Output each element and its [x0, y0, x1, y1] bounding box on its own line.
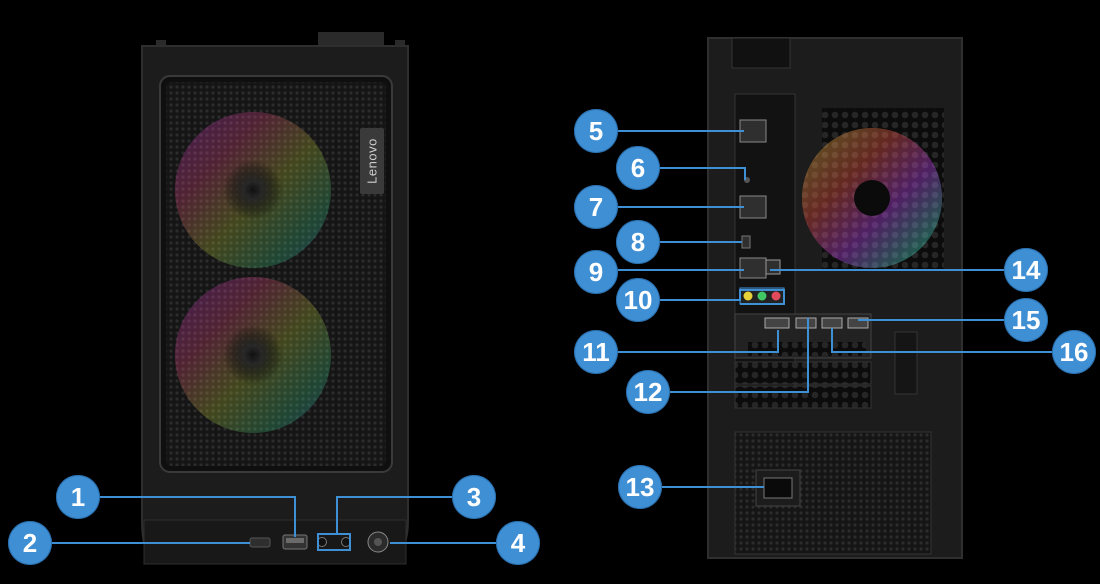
rear-view — [707, 37, 963, 559]
callout-10: 10 — [616, 278, 660, 322]
rear-top-handle — [731, 37, 791, 69]
callout-3: 3 — [452, 475, 496, 519]
front-view — [141, 32, 409, 565]
brand-logo: Lenovo — [364, 138, 380, 184]
callout-11: 11 — [574, 330, 618, 374]
callout-5: 5 — [574, 109, 618, 153]
ethernet-port-icon — [765, 259, 781, 275]
callout-7: 7 — [574, 185, 618, 229]
audio-ports-icon — [739, 287, 785, 305]
hdmi-port-icon — [764, 317, 790, 329]
displayport-icon — [821, 317, 843, 329]
expansion-slot-cover — [734, 361, 872, 385]
front-fan-top — [175, 112, 331, 268]
callout-6: 6 — [616, 146, 660, 190]
rear-fan — [802, 128, 942, 268]
callout-1: 1 — [56, 475, 100, 519]
usb-port-icon — [741, 235, 751, 249]
brand-logo-plate: Lenovo — [360, 128, 384, 194]
leader-line-10 — [660, 289, 785, 305]
displayport-icon — [847, 317, 869, 329]
callout-4: 4 — [496, 521, 540, 565]
leader-line-12 — [670, 318, 809, 393]
callout-16: 16 — [1052, 330, 1096, 374]
usb-c-port-icon — [249, 537, 271, 548]
callout-9: 9 — [574, 250, 618, 294]
callout-2: 2 — [8, 521, 52, 565]
leader-line-6 — [660, 167, 746, 180]
callout-12: 12 — [626, 370, 670, 414]
displayport-icon — [795, 317, 817, 329]
leader-line-3 — [317, 496, 452, 551]
callout-14: 14 — [1004, 248, 1048, 292]
top-handle — [318, 32, 384, 48]
leader-line-16 — [831, 328, 1054, 353]
usb-port-icon — [739, 257, 767, 279]
leader-line-1 — [100, 496, 296, 537]
leader-lines — [52, 130, 1054, 551]
front-fan-bottom — [175, 277, 331, 433]
callout-15: 15 — [1004, 298, 1048, 342]
callout-13: 13 — [618, 465, 662, 509]
callout-8: 8 — [616, 220, 660, 264]
leader-line-11 — [618, 330, 779, 353]
expansion-slot-cover — [734, 385, 872, 409]
